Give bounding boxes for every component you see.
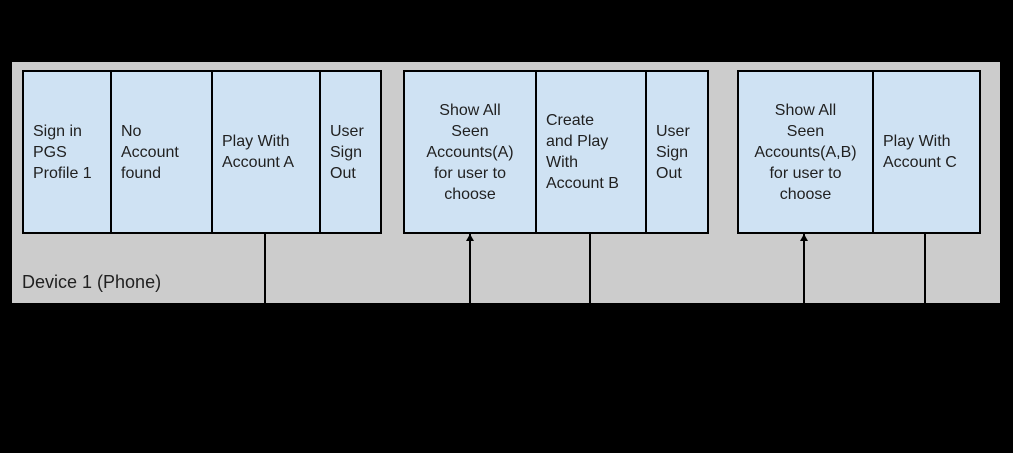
state-box-create-play-account-b: Create and Play With Account B — [535, 70, 647, 234]
device-lane: Sign in PGS Profile 1 No Account found P… — [12, 62, 1000, 303]
arrow-up-icon — [465, 234, 474, 241]
state-box-label: No Account found — [121, 122, 179, 182]
arrow-up-icon — [799, 234, 808, 241]
state-group-2: Show All Seen Accounts(A) for user to ch… — [403, 70, 709, 234]
timeline-connector-line-2 — [589, 234, 591, 303]
state-box-sign-in-pgs-profile-1: Sign in PGS Profile 1 — [22, 70, 112, 234]
state-box-label: Show All Seen Accounts(A) for user to ch… — [426, 101, 514, 203]
state-box-show-seen-accounts-a: Show All Seen Accounts(A) for user to ch… — [403, 70, 537, 234]
state-box-label: Show All Seen Accounts(A,B) for user to … — [754, 101, 857, 203]
timeline-connector-arrow-1 — [465, 234, 474, 303]
timeline-connector-line-3 — [924, 234, 926, 303]
device-lane-label: Device 1 (Phone) — [22, 272, 162, 292]
state-box-no-account-found: No Account found — [110, 70, 213, 234]
state-box-user-sign-out-1: User Sign Out — [319, 70, 382, 234]
state-box-user-sign-out-2: User Sign Out — [645, 70, 709, 234]
state-box-label: Play With Account A — [222, 133, 295, 171]
timeline-connector-line-1 — [264, 234, 266, 303]
state-box-play-with-account-c: Play With Account C — [872, 70, 981, 234]
state-group-3: Show All Seen Accounts(A,B) for user to … — [737, 70, 981, 234]
state-box-label: Sign in PGS Profile 1 — [33, 122, 92, 182]
state-box-label: User Sign Out — [330, 122, 364, 182]
state-box-show-seen-accounts-ab: Show All Seen Accounts(A,B) for user to … — [737, 70, 874, 234]
state-box-label: Play With Account C — [883, 133, 957, 171]
state-group-1: Sign in PGS Profile 1 No Account found P… — [22, 70, 382, 234]
state-box-label: Create and Play With Account B — [546, 112, 619, 192]
state-box-play-with-account-a: Play With Account A — [211, 70, 321, 234]
state-box-label: User Sign Out — [656, 122, 690, 182]
timeline-connector-arrow-2 — [799, 234, 808, 303]
